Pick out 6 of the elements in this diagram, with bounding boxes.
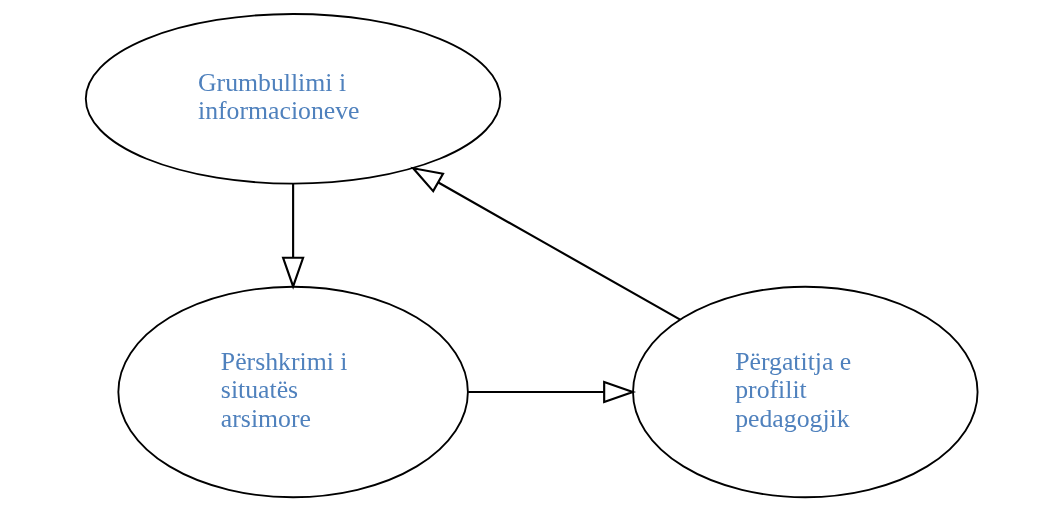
arrow: [281, 183, 305, 290]
node-ellipse: Përshkrimi i situatës arsimore: [116, 285, 469, 499]
arrow: [467, 380, 636, 404]
node-ellipse: Grumbullimi i informacioneve: [84, 13, 501, 185]
arrow: [409, 166, 681, 321]
node-ellipse: Përgatitja e profilit pedagogjik: [631, 285, 978, 499]
